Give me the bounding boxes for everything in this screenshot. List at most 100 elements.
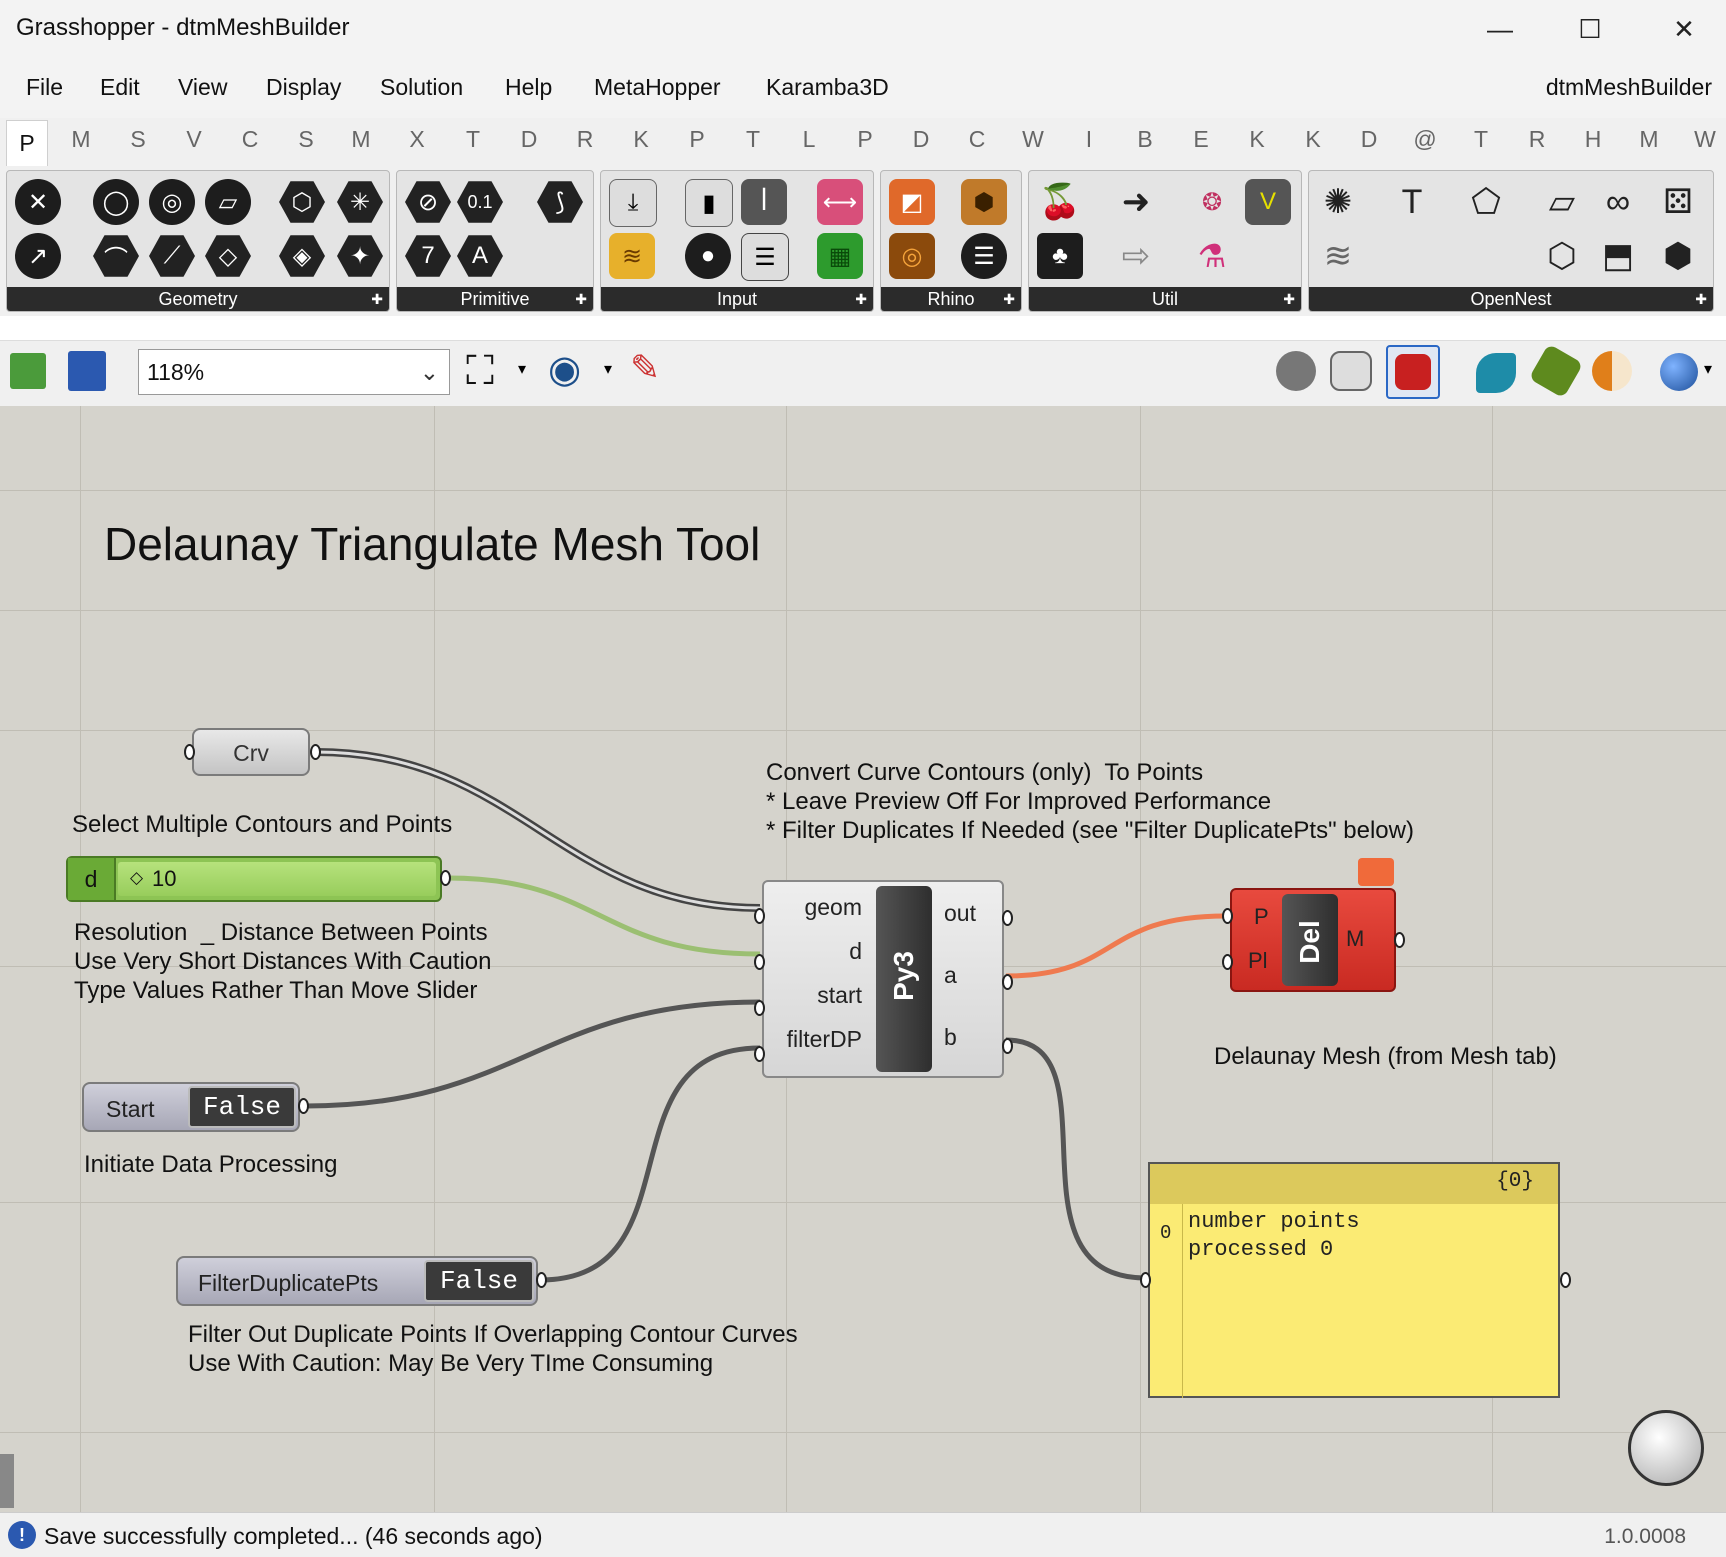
- tab-maths[interactable]: M: [71, 126, 91, 152]
- label-icon[interactable]: ⬠: [1471, 183, 1501, 221]
- message-balloon-icon[interactable]: [1358, 858, 1394, 886]
- python3-component[interactable]: geom d start filterDP Py3 out a b: [762, 880, 1004, 1078]
- crv-output-port[interactable]: [310, 744, 321, 760]
- rhino-table-icon[interactable]: ☰: [961, 233, 1007, 279]
- minimize-button[interactable]: —: [1487, 13, 1513, 44]
- chevron-down-icon[interactable]: ▾: [518, 361, 527, 378]
- toggle-icon[interactable]: ●: [685, 233, 731, 279]
- gradient-icon[interactable]: ⟷: [817, 179, 863, 225]
- tree-icon[interactable]: ♣: [1037, 233, 1083, 279]
- fitness-icon[interactable]: V: [1245, 179, 1291, 225]
- open-file-icon[interactable]: [10, 353, 46, 389]
- tab-k[interactable]: K: [633, 126, 649, 152]
- tab-mesh[interactable]: M: [351, 126, 371, 152]
- boolean-param-icon[interactable]: ⊘: [405, 181, 451, 223]
- preview-eye-icon[interactable]: ◉: [548, 349, 582, 391]
- panel-caption[interactable]: OpenNest✚: [1309, 287, 1713, 311]
- tab-t2[interactable]: T: [1473, 126, 1489, 152]
- tab-r2[interactable]: R: [1528, 126, 1546, 152]
- menu-metahopper[interactable]: MetaHopper: [594, 74, 721, 100]
- geometry-param-icon[interactable]: ✦: [337, 235, 383, 277]
- hexagon-outline-icon[interactable]: ⬢: [1663, 237, 1693, 275]
- menu-help[interactable]: Help: [505, 74, 553, 100]
- del-port-p[interactable]: [1222, 908, 1233, 924]
- start-toggle-value[interactable]: False: [188, 1086, 296, 1128]
- curve-param-icon[interactable]: ◎: [149, 179, 195, 225]
- tab-t[interactable]: T: [745, 126, 761, 152]
- jump-icon[interactable]: ➜: [1121, 183, 1151, 221]
- text-param-icon[interactable]: A: [457, 235, 503, 277]
- tab-m2[interactable]: M: [1639, 126, 1659, 152]
- delaunay-mesh-component[interactable]: P Pl Del M: [1230, 888, 1396, 992]
- tab-params[interactable]: P: [6, 120, 48, 167]
- zoom-extents-icon[interactable]: ⛶: [466, 349, 494, 393]
- py-port-d[interactable]: [754, 954, 765, 970]
- tab-r[interactable]: R: [576, 126, 594, 152]
- wireframe-icon[interactable]: [1330, 351, 1372, 391]
- cherry-picker-icon[interactable]: 🍒: [1038, 183, 1082, 221]
- panel-output-port[interactable]: [1560, 1272, 1571, 1288]
- canvas-scroll-handle[interactable]: [0, 1454, 14, 1508]
- tab-b[interactable]: B: [1137, 126, 1153, 152]
- tab-c[interactable]: C: [968, 126, 986, 152]
- tab-at[interactable]: @: [1413, 126, 1437, 152]
- grasshopper-canvas[interactable]: Delaunay Triangulate Mesh Tool Crv Selec…: [0, 406, 1726, 1512]
- sheet-icon[interactable]: ▱: [1548, 183, 1576, 221]
- panel-input-port[interactable]: [1140, 1272, 1151, 1288]
- crv-input-port[interactable]: [184, 744, 195, 760]
- navigation-wheel-icon[interactable]: [1628, 1410, 1704, 1486]
- tab-intersect[interactable]: X: [409, 126, 425, 152]
- tab-sets[interactable]: S: [130, 126, 146, 152]
- brep-param-icon[interactable]: ⬡: [279, 181, 325, 223]
- circle-param-icon[interactable]: ◯: [93, 179, 139, 225]
- point-param-icon[interactable]: ✕: [15, 179, 61, 225]
- colour-swatch-icon[interactable]: ▦: [817, 233, 863, 279]
- tab-p2[interactable]: P: [857, 126, 873, 152]
- py-port-start[interactable]: [754, 1000, 765, 1016]
- plane-param-icon[interactable]: ◈: [279, 235, 325, 277]
- wifi-icon[interactable]: ≋: [1323, 237, 1353, 275]
- resolution-slider[interactable]: d ◇ 10: [66, 856, 442, 902]
- panel-caption[interactable]: Util✚: [1029, 287, 1301, 311]
- material-icon[interactable]: [1592, 351, 1632, 391]
- chevron-down-icon[interactable]: ▾: [1704, 361, 1713, 378]
- import-icon[interactable]: ⤓: [609, 179, 657, 227]
- tab-surface[interactable]: S: [298, 126, 314, 152]
- maximize-button[interactable]: ☐: [1578, 13, 1602, 44]
- tab-display[interactable]: D: [520, 126, 538, 152]
- menu-edit[interactable]: Edit: [100, 74, 140, 100]
- shapes-icon[interactable]: ⬡: [1547, 237, 1577, 275]
- rhino-layer-icon[interactable]: ◩: [889, 179, 935, 225]
- zoom-dropdown[interactable]: 118% ⌄: [138, 349, 450, 395]
- mesh-param-icon[interactable]: ✳: [337, 181, 383, 223]
- shaded-preview-icon[interactable]: [1386, 345, 1440, 399]
- rhino-spiral-icon[interactable]: ◎: [889, 233, 935, 279]
- menu-view[interactable]: View: [178, 74, 228, 100]
- crv-param[interactable]: Crv: [192, 728, 310, 776]
- tab-vector[interactable]: V: [186, 126, 202, 152]
- slider-track[interactable]: [118, 862, 436, 896]
- py-port-geom[interactable]: [754, 908, 765, 924]
- slider-icon[interactable]: ≋: [609, 233, 655, 279]
- panel-caption[interactable]: Primitive✚: [397, 287, 593, 311]
- surface-param-icon[interactable]: ▱: [205, 179, 251, 225]
- flask-icon[interactable]: ⚗: [1197, 238, 1227, 274]
- del-port-m[interactable]: [1394, 932, 1405, 948]
- tab-k3[interactable]: K: [1305, 126, 1321, 152]
- circles-icon[interactable]: ∞: [1605, 182, 1631, 221]
- galapagos-icon[interactable]: ❂: [1201, 188, 1223, 216]
- preview-selected-icon[interactable]: [1476, 353, 1516, 393]
- filter-output-port[interactable]: [536, 1272, 547, 1288]
- preview-mesh-icon[interactable]: [1528, 343, 1584, 399]
- panel-caption[interactable]: Geometry✚: [7, 287, 389, 311]
- tab-d2[interactable]: D: [1360, 126, 1378, 152]
- vector-param-icon[interactable]: ↗: [15, 233, 61, 279]
- py-port-a[interactable]: [1002, 974, 1013, 990]
- graph-icon[interactable]: ꟾ: [741, 179, 787, 225]
- filter-toggle-value[interactable]: False: [424, 1260, 534, 1302]
- tab-h[interactable]: H: [1584, 126, 1602, 152]
- menu-file[interactable]: File: [26, 74, 64, 100]
- nest-icon[interactable]: ✺: [1323, 183, 1353, 221]
- arc-param-icon[interactable]: ⌒: [93, 235, 139, 277]
- panel-caption[interactable]: Input✚: [601, 287, 873, 311]
